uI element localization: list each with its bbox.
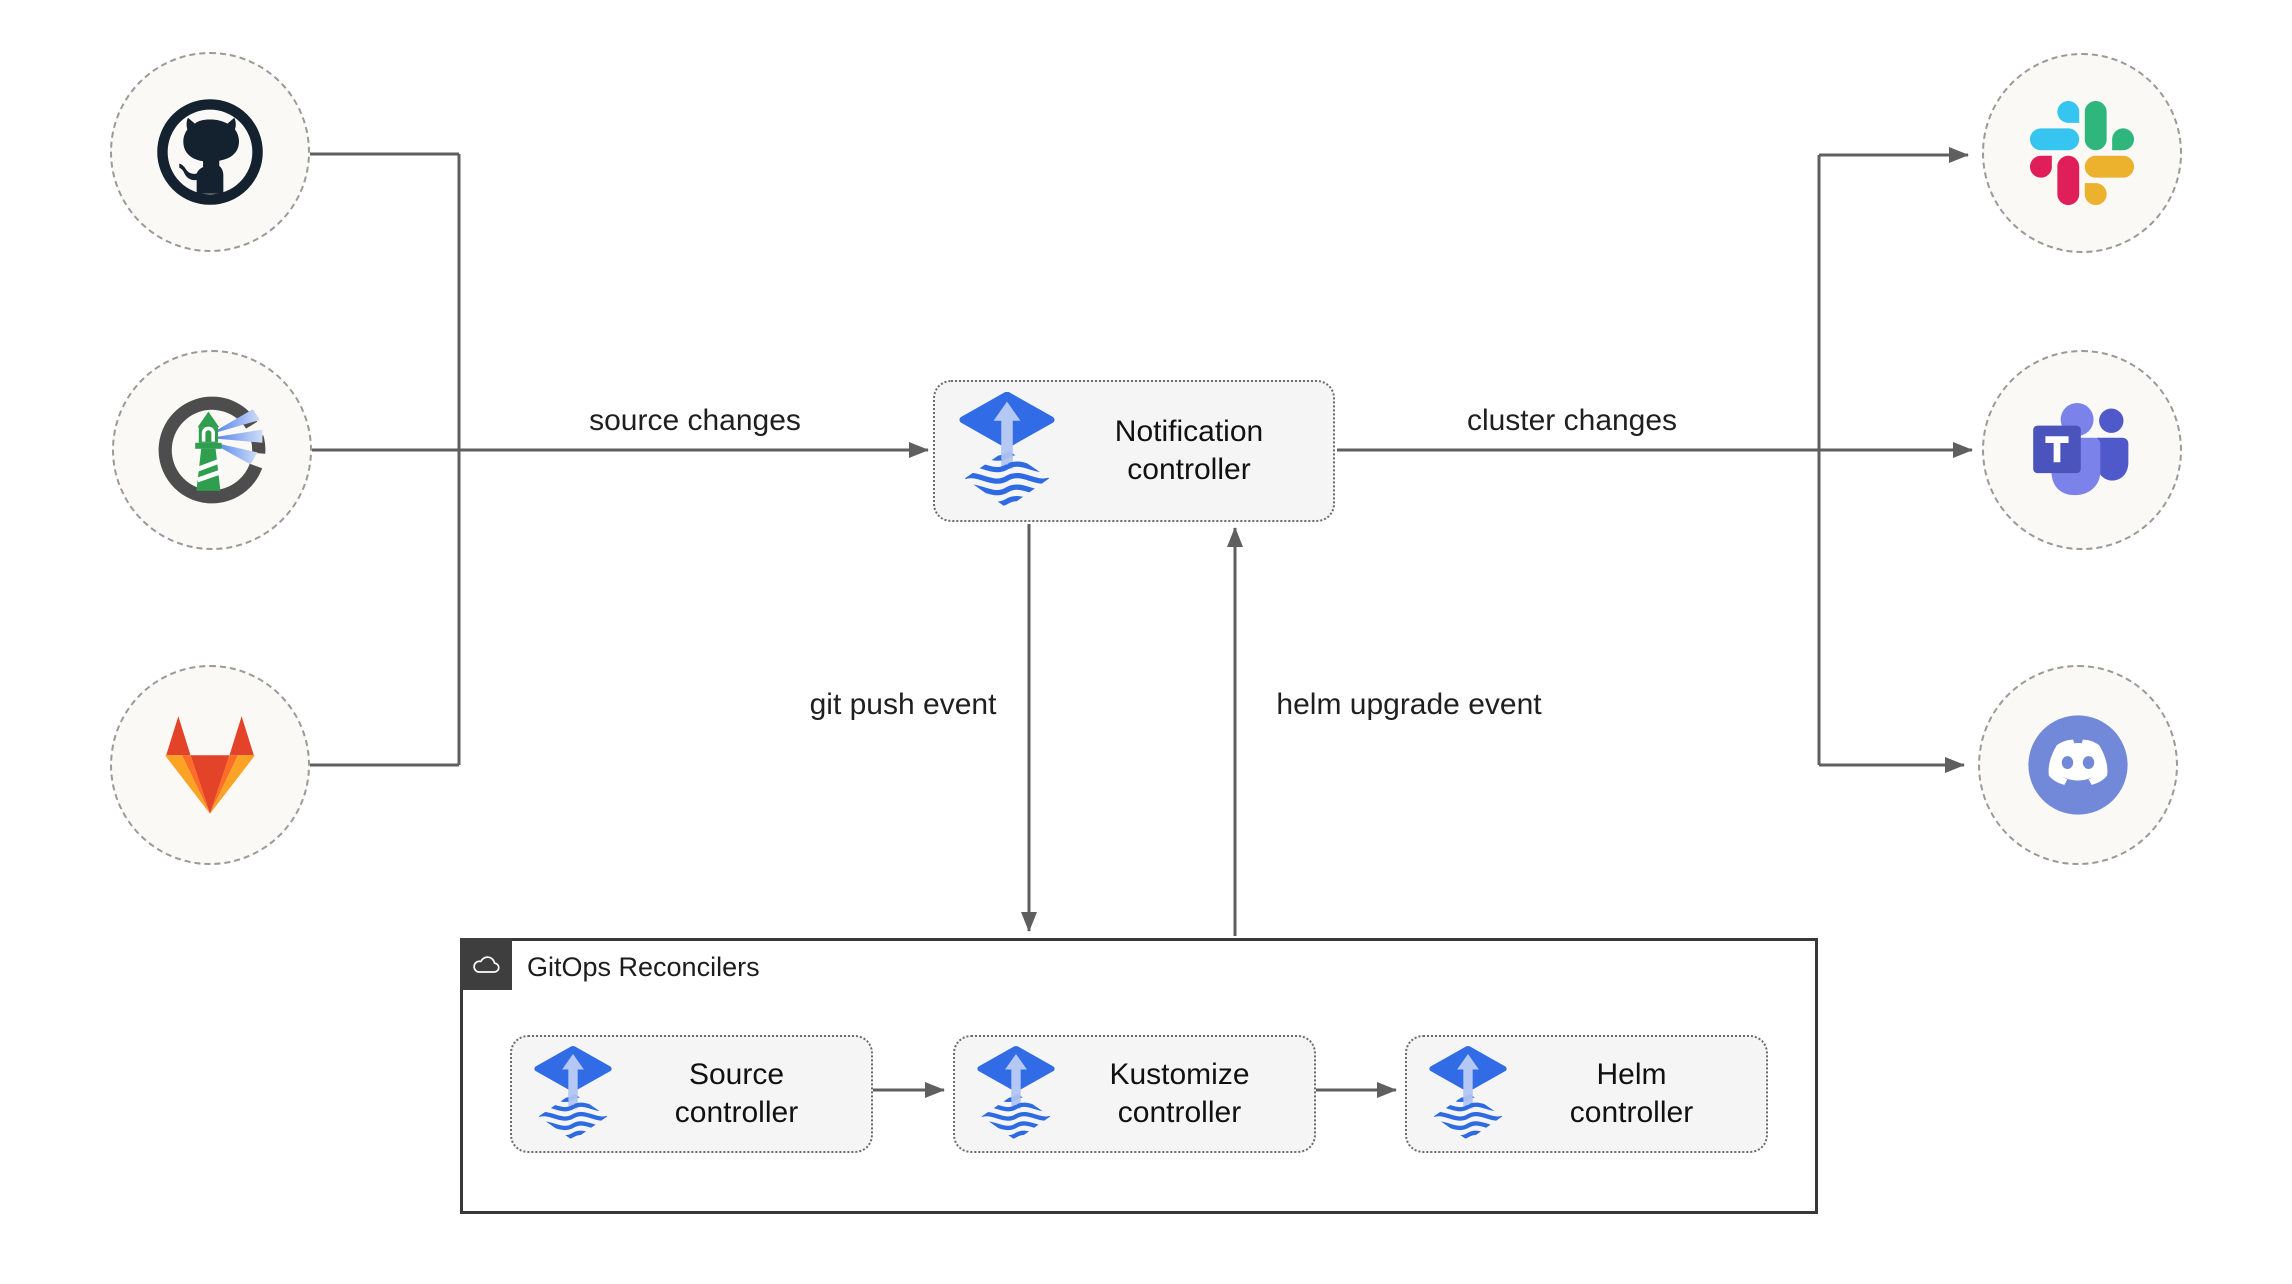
gitlab-icon (149, 709, 271, 821)
ms-teams-icon (2021, 389, 2143, 511)
harbor-icon (152, 390, 272, 510)
label-helm-upgrade-event: helm upgrade event (1276, 688, 1542, 721)
label-cluster-changes: cluster changes (1466, 404, 1678, 437)
slack-icon (2030, 101, 2134, 205)
flux-icon (1429, 1046, 1507, 1143)
source-controller-label: Source controller (674, 1057, 799, 1129)
gitops-reconcilers-container: GitOps Reconcilers Source controller Kus… (460, 938, 1818, 1214)
node-github (110, 52, 310, 252)
node-helm-controller: Helm controller (1405, 1035, 1768, 1153)
kustomize-controller-label: Kustomize controller (1109, 1057, 1250, 1129)
node-source-controller: Source controller (510, 1035, 873, 1153)
node-harbor (112, 350, 312, 550)
helm-controller-label: Helm controller (1569, 1057, 1694, 1129)
node-notification-controller: Notification controller (933, 380, 1335, 522)
node-discord (1978, 665, 2178, 865)
node-kustomize-controller: Kustomize controller (953, 1035, 1316, 1153)
node-ms-teams (1982, 350, 2182, 550)
flux-icon (977, 1046, 1055, 1143)
label-git-push-event: git push event (809, 688, 997, 721)
flux-icon (534, 1046, 612, 1143)
container-title: GitOps Reconcilers (527, 952, 760, 982)
node-gitlab (110, 665, 310, 865)
label-source-changes: source changes (589, 404, 801, 437)
github-icon (152, 94, 268, 210)
container-tab (460, 938, 512, 990)
discord-icon (2016, 703, 2140, 827)
notification-controller-label: Notification controller (1114, 414, 1264, 486)
cloud-icon (469, 952, 503, 977)
node-slack (1982, 53, 2182, 253)
flux-icon (959, 392, 1055, 511)
